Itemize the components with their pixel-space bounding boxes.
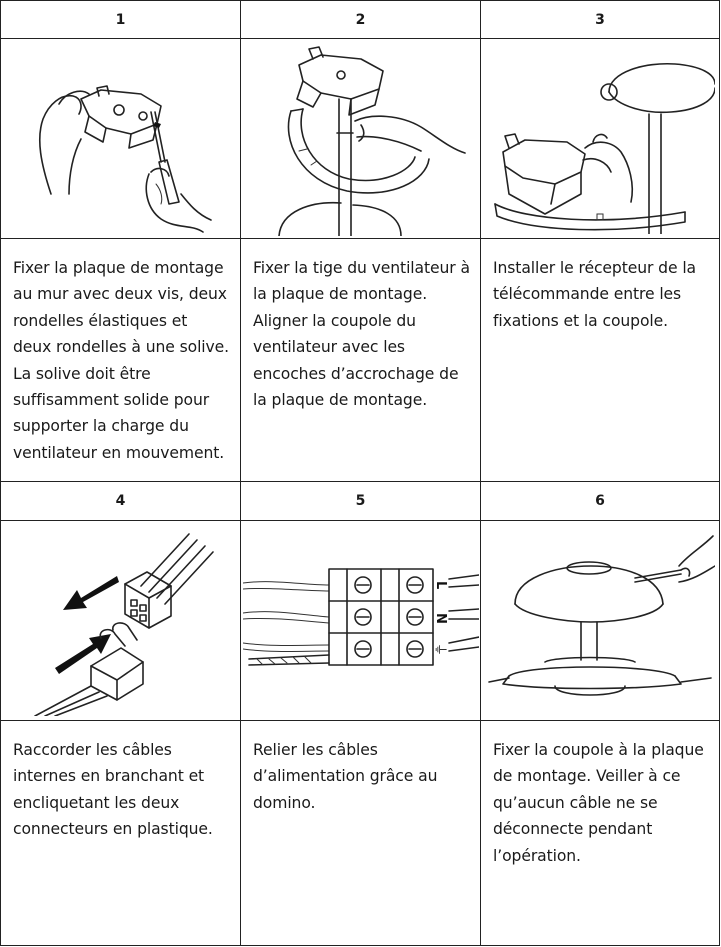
terminal-label-live: L — [433, 581, 448, 589]
step-text-3: Installer le récepteur de la télécommand… — [481, 239, 720, 482]
step-number-4: 4 — [1, 482, 241, 521]
plastic-connectors-illustration — [1, 521, 241, 721]
step-number-6: 6 — [481, 482, 720, 521]
fan-rod-mounting-illustration — [241, 39, 481, 239]
step-number-3: 3 — [481, 1, 720, 39]
step-text-1: Fixer la plaque de montage au mur avec d… — [1, 239, 241, 482]
canopy-screw-fixing-illustration — [481, 521, 720, 721]
terminal-label-earth: ⏚ — [432, 643, 447, 656]
step-text-5: Relier les câbles d’alimentation grâce a… — [241, 721, 481, 946]
step-text-4: Raccorder les câbles internes en brancha… — [1, 721, 241, 946]
wall-plate-screwdriver-illustration — [1, 39, 241, 239]
step-number-2: 2 — [241, 1, 481, 39]
step-number-1: 1 — [1, 1, 241, 39]
step-number-5: 5 — [241, 482, 481, 521]
remote-receiver-canopy-illustration — [481, 39, 720, 239]
step-text-2: Fixer la tige du ventilateur à la plaque… — [241, 239, 481, 482]
step-text-6: Fixer la coupole à la plaque de montage.… — [481, 721, 720, 946]
terminal-label-neutral: N — [433, 613, 448, 624]
terminal-block-illustration: L N ⏚ — [241, 521, 481, 721]
